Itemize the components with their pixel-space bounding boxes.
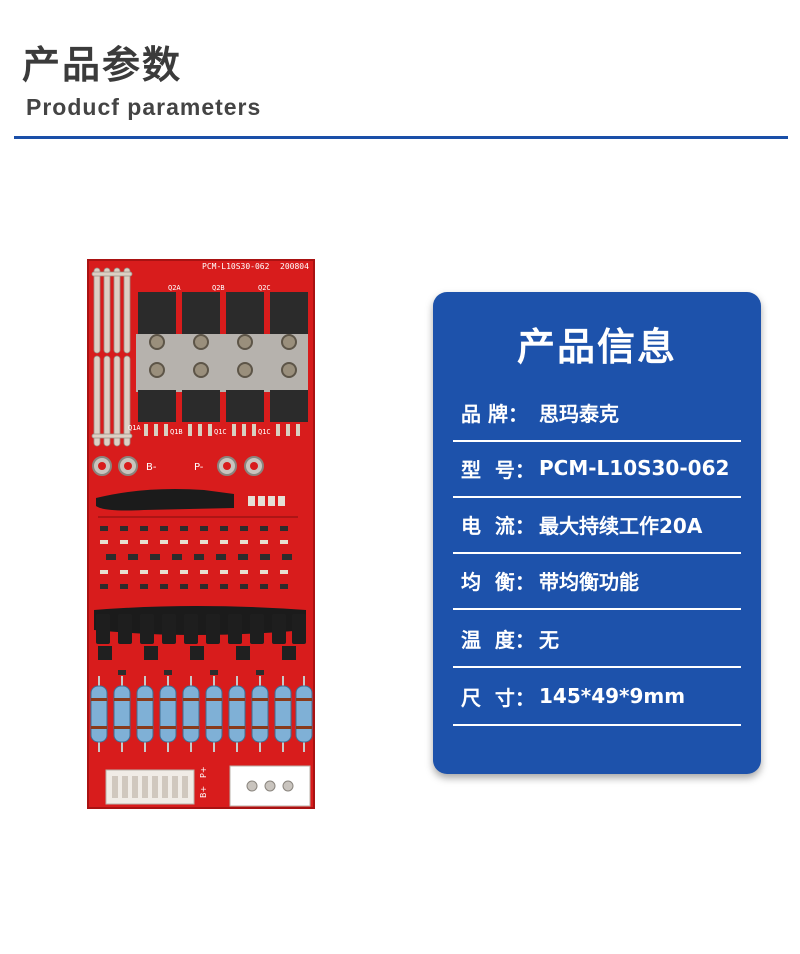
smd-components [98, 516, 298, 589]
spec-value: 最大持续工作20A [539, 513, 703, 538]
balance-wires [91, 267, 133, 447]
spec-label: 温 度： [461, 627, 535, 652]
spec-row-brand: 品 牌： 思玛泰克 [453, 384, 741, 442]
mosfet-row-bottom [138, 390, 308, 436]
spec-row-current: 电 流： 最大持续工作20A [453, 496, 741, 554]
power-pads [92, 456, 264, 476]
pcb-board-image: PCM-L10S30-062 200804 Q2A Q2B Q2C [84, 258, 326, 818]
product-info-card: 产品信息 品 牌： 思玛泰克 型 号： PCM-L10S30-062 电 流： … [433, 292, 761, 774]
spec-value: 带均衡功能 [539, 569, 639, 594]
mosfet-label-q1c: Q1C [214, 428, 227, 436]
spec-value: PCM-L10S30-062 [539, 456, 730, 480]
header-divider [14, 136, 788, 139]
section-title-cn: 产品参数 [22, 43, 183, 87]
spec-label: 尺 寸： [461, 685, 535, 710]
spec-row-model: 型 号： PCM-L10S30-062 [453, 440, 741, 498]
mosfet-label-q2b: Q2B [212, 284, 225, 292]
connector-label-p-plus: P+ [199, 766, 208, 778]
mosfet-label-q1c-2: Q1C [258, 428, 271, 436]
mosfet-label-q1b: Q1B [170, 428, 183, 436]
mosfet-row-top [136, 292, 308, 392]
spec-label: 电 流： [461, 513, 535, 538]
spec-row-size: 尺 寸： 145*49*9mm [453, 668, 741, 726]
balance-connector [105, 769, 195, 805]
spec-value: 无 [539, 627, 559, 652]
power-connector [229, 765, 311, 807]
spec-label: 均 衡： [461, 569, 535, 594]
silkscreen-date: 200804 [280, 262, 309, 271]
mosfet-label-q2a: Q2A [168, 284, 181, 292]
connector-label-b-plus: B+ [199, 786, 208, 798]
section-title-en: Producf parameters [26, 94, 262, 120]
mosfet-label-q1a: Q1A [128, 424, 141, 432]
spec-row-temperature: 温 度： 无 [453, 610, 741, 668]
ic-chips [98, 646, 296, 660]
resistor-bank [90, 676, 313, 752]
mosfet-label-q2c: Q2C [258, 284, 271, 292]
spec-value: 145*49*9mm [539, 684, 686, 708]
pad-label-p-minus: P- [194, 462, 204, 473]
silkscreen-model: PCM-L10S30-062 [202, 262, 270, 271]
trace-bar [96, 489, 234, 511]
pad-label-b-minus: B- [146, 462, 157, 473]
spec-label: 品 牌： [461, 401, 528, 426]
card-title: 产品信息 [516, 325, 677, 369]
spec-label: 型 号： [461, 457, 535, 482]
spec-value: 思玛泰克 [539, 401, 619, 426]
spec-row-balance: 均 衡： 带均衡功能 [453, 552, 741, 610]
